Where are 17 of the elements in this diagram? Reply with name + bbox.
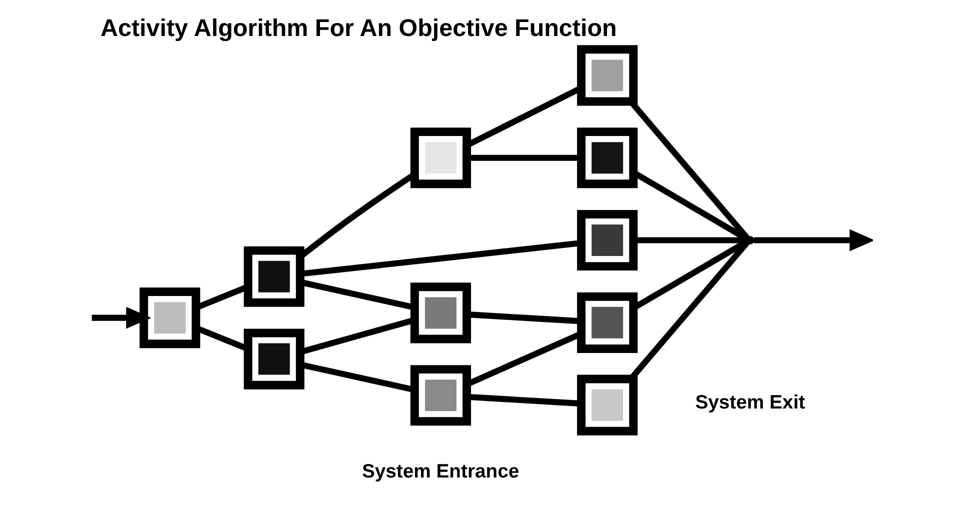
- node-box: [410, 282, 472, 344]
- arrow: [92, 306, 152, 329]
- node-box: [577, 45, 638, 106]
- node-point: [746, 236, 754, 244]
- node-box: [577, 128, 638, 188]
- arrow: [754, 229, 873, 252]
- node-box: [577, 210, 638, 271]
- node-box: [577, 292, 638, 353]
- node-box: [244, 328, 304, 390]
- diagram-title: Activity Algorithm For An Objective Function: [100, 15, 617, 42]
- node-box: [410, 128, 472, 188]
- node-box: [577, 374, 638, 436]
- node-box: [410, 365, 472, 426]
- label: System Entrance: [362, 460, 520, 483]
- label: System Exit: [695, 391, 806, 414]
- node-box: [244, 246, 304, 307]
- node-box: [140, 288, 200, 348]
